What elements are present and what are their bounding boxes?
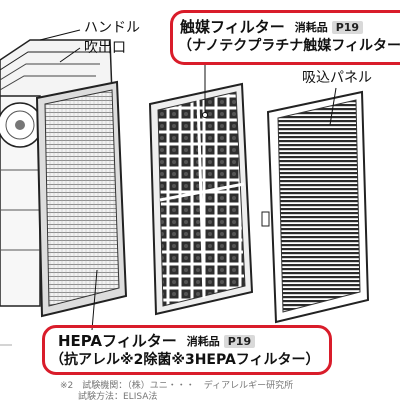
hepa-leader [91,269,98,331]
catalyst-filter-illustration [148,62,254,316]
catalyst-consumable-label: 消耗品 [294,20,328,34]
purifier-body [0,39,113,307]
catalyst-filter-name: 触媒フィルター [180,18,285,36]
hepa-consumable-label: 消耗品 [186,334,220,348]
outlet-leader [59,47,81,63]
footnote-line-2: 試験方法：ELISA法 [60,392,158,402]
intake-panel-illustration [261,87,370,324]
intake-panel-label: 吸込パネル [302,70,372,86]
handle-leader [39,29,81,41]
outlet-label: 吹出口 [84,40,126,56]
hepa-filter-name: HEPAフィルター [58,332,177,350]
catalyst-filter-subtitle: （ナノテクプラチナ触媒フィルター [178,38,400,54]
footnote-line-1: ※2 試験機関：（株）ユニ・・・ ディアレルギー研究所 [60,381,294,391]
handle-label: ハンドル [84,20,140,36]
hepa-callout-frame [42,325,332,375]
catalyst-callout-frame [170,10,400,65]
catalyst-page-ref-badge[interactable]: P19 [331,21,364,34]
hepa-filter-subtitle: （抗アレル※2除菌※3HEPAフィルター） [50,352,320,368]
panel-leader [329,87,337,126]
hepa-page-ref-badge[interactable]: P19 [223,335,256,348]
hepa-filter-illustration [35,80,128,331]
